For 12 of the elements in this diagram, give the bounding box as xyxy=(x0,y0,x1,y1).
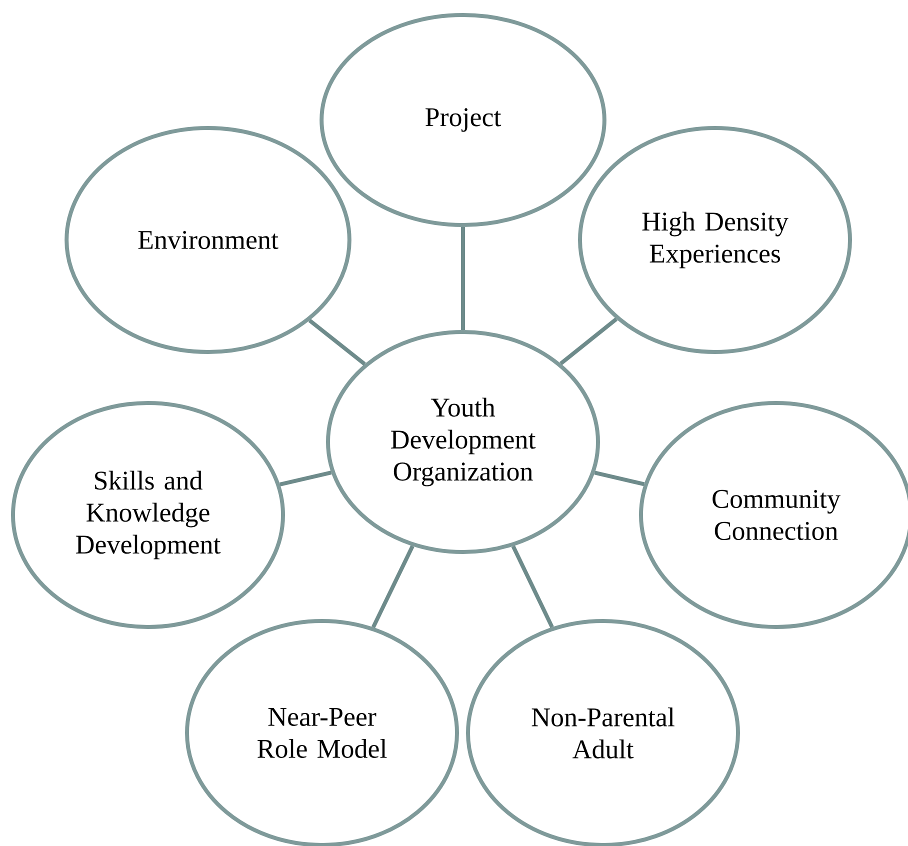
ellipse-node: Project xyxy=(320,13,606,227)
connector-line xyxy=(560,318,618,366)
ellipse-node: Environment xyxy=(64,126,352,354)
ellipse-node: High Density Experiences xyxy=(578,126,852,354)
connector-line xyxy=(308,318,366,366)
connector-line xyxy=(280,470,332,486)
connector-line xyxy=(594,470,645,486)
ellipse-node: Youth Development Organization xyxy=(326,330,600,554)
connector-line xyxy=(371,545,414,628)
ellipse-node: Skills and Knowledge Development xyxy=(11,400,285,629)
connector-line xyxy=(461,227,465,330)
connector-line xyxy=(511,545,554,628)
